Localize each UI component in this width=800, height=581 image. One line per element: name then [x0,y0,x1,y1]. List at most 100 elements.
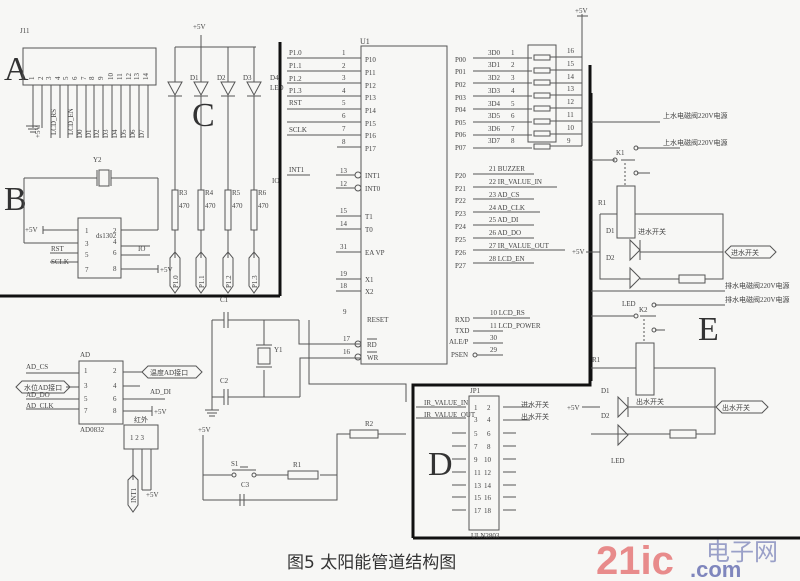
svg-text:D3: D3 [243,74,252,82]
relay-d2-label: D2 [606,254,615,262]
svg-text:21 BUZZER: 21 BUZZER [489,165,525,173]
mcu-reset-pin: RESET [367,316,389,324]
svg-text:PSEN: PSEN [451,351,468,359]
inlet-valve-power-1: 上水电磁阀220V电源 [663,111,728,120]
net-int1: INT1 [289,166,305,174]
mcu-ref: U1 [360,37,370,46]
svg-text:RXD: RXD [455,316,470,324]
svg-text:3: 3 [474,416,478,424]
resistor-r4-value: 470 [205,202,216,210]
svg-text:12: 12 [125,73,133,81]
svg-text:P22: P22 [455,197,466,205]
svg-text:13: 13 [567,85,575,93]
svg-text:3D7: 3D7 [488,137,501,145]
svg-text:3: 3 [342,74,346,82]
svg-text:17: 17 [474,507,482,515]
svg-text:31: 31 [340,243,348,251]
svg-text:18: 18 [484,507,492,515]
svg-text:D4: D4 [111,129,119,138]
svg-text:3D2: 3D2 [488,74,501,82]
led-diode-d2: D1 [190,74,209,97]
adc-do-label: AD_DO [26,391,50,399]
adc-di-label: AD_DI [150,388,172,396]
section-label-d: D [428,446,453,483]
rtc-sclk-label: SCLK [51,258,69,266]
figure-caption: 图5 太阳能管道结构图 [287,553,456,573]
svg-text:3D4: 3D4 [488,100,501,108]
svg-text:P04: P04 [455,106,466,114]
svg-text:24 AD_CLK: 24 AD_CLK [489,204,525,212]
svg-text:2: 2 [342,62,346,70]
resistor-r1-label: R1 [293,461,302,469]
relay-vcc-label: +5V [572,248,585,256]
svg-text:4: 4 [487,416,491,424]
svg-text:D1: D1 [85,129,93,138]
svg-text:26 AD_DO: 26 AD_DO [489,229,521,237]
rtc-rst-label: RST [51,245,65,253]
svg-text:D3: D3 [102,129,110,138]
svg-text:P27: P27 [455,262,466,270]
svg-text:7: 7 [80,76,88,80]
driver-ref: JP1 [470,387,481,395]
svg-text:5: 5 [62,76,70,80]
svg-text:12: 12 [484,469,492,477]
svg-text:9: 9 [97,76,105,80]
svg-text:D2: D2 [217,74,226,82]
clock-reset-circuit: C1 C2 Y1 +5V S1 C3 R1 R2 [198,296,407,506]
lcd-ref: J11 [20,27,30,35]
svg-text:6: 6 [71,76,79,80]
svg-text:2: 2 [113,227,117,235]
svg-text:16: 16 [484,494,492,502]
svg-text:电子网: 电子网 [706,538,778,566]
svg-text:D6: D6 [129,129,137,138]
svg-text:13: 13 [133,73,141,81]
svg-text:18: 18 [340,282,348,290]
svg-text:15: 15 [474,494,482,502]
svg-text:P15: P15 [365,120,376,128]
driver-out-outlet: 出水开关 [521,412,549,421]
mcu-u1: U1 P1.0 P1.1 P1.2 P1.3 RST SCLK 1 2 3 4 … [287,7,588,365]
svg-text:29: 29 [490,346,498,354]
svg-text:P01: P01 [455,68,466,76]
svg-text:8: 8 [113,407,117,415]
svg-text:21ic: 21ic [596,539,674,581]
svg-text:T1: T1 [365,213,373,221]
svg-text:27 IR_VALUE_OUT: 27 IR_VALUE_OUT [489,242,550,250]
inlet-switch-port: 进水开关 [724,245,777,259]
driver-chip-label: ULN2803 [471,532,500,540]
svg-text:4: 4 [113,382,117,390]
resistor-r5-value: 470 [232,202,243,210]
svg-text:5: 5 [85,251,89,259]
adc-vcc-label: +5V [154,408,167,416]
svg-text:D2: D2 [93,129,101,138]
svg-text:16: 16 [343,348,351,356]
ir-sensor-vcc: +5V [146,491,159,499]
adc-clk-label: AD_CLK [26,402,54,410]
svg-text:11: 11 [116,73,124,80]
svg-text:3D3: 3D3 [488,87,501,95]
svg-text:P05: P05 [455,119,466,127]
svg-text:P1.3: P1.3 [289,87,302,95]
adc-ad0832: AD AD0832 1 3 5 7 2 4 6 8 AD_CS AD_DO AD… [15,351,203,513]
svg-text:9: 9 [343,308,347,316]
svg-text:11: 11 [474,469,481,477]
resistor-r6-ref: R6 [258,189,267,197]
svg-text:17: 17 [343,335,351,343]
svg-text:5: 5 [474,430,478,438]
svg-text:D1: D1 [190,74,199,82]
water-level-ad-port: 水位AD接口 [15,380,71,394]
resistor-network: 16 15 14 13 12 11 10 9 +5V [527,7,588,150]
svg-text:1: 1 [342,49,346,57]
svg-text:P26: P26 [455,249,466,257]
svg-text:5: 5 [511,100,515,108]
led-diode-d3: D2 [217,74,236,97]
svg-text:15: 15 [567,60,575,68]
svg-text:4: 4 [113,238,117,246]
svg-text:2: 2 [113,367,117,375]
svg-text:P13: P13 [365,94,376,102]
adc-cs-label: AD_CS [26,363,48,371]
svg-text:3D5: 3D5 [488,112,501,120]
cap-c3-label: C3 [241,481,250,489]
net-p10: P1.0 [172,275,180,288]
svg-text:25 AD_DI: 25 AD_DI [489,216,519,224]
